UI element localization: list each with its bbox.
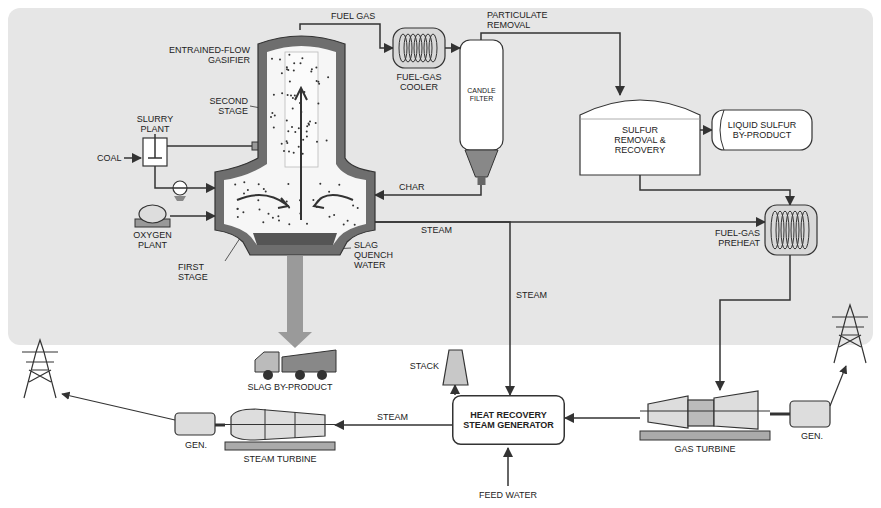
part-label: FEED WATER (478, 490, 538, 500)
pipe-connector (155, 166, 215, 188)
node-label: LIQUID SULFUR BY-PRODUCT (722, 120, 802, 140)
process-box: HEAT RECOVERY STEAM GENERATOR (452, 395, 565, 445)
node-label: STACK (403, 361, 439, 371)
part-label: FIRST STAGE (178, 262, 236, 282)
node-label: GAS TURBINE (640, 444, 770, 454)
filter-vessel-outline (460, 40, 503, 185)
part-label: GEN. (792, 431, 832, 441)
flow-label: CHAR (398, 182, 426, 192)
slag-arrow (278, 256, 312, 348)
flow-label: STEAM (420, 225, 453, 235)
part-label: COAL (97, 153, 123, 163)
flow-label: FUEL GAS (330, 11, 376, 21)
heat-exchanger-outline (393, 28, 445, 68)
transmission-tower (22, 340, 58, 398)
heat-exchanger-outline (765, 205, 817, 255)
turbine-symbol: GAS TURBINE (640, 390, 770, 440)
pipe-connector (640, 175, 790, 205)
slurry-tank: SLURRY PLANT (143, 138, 167, 166)
slurry-tank-outline (143, 138, 167, 166)
part-label: GEN. (176, 440, 216, 450)
coal-feed-line (124, 157, 141, 159)
flow-label: PARTICULATE REMOVAL (486, 10, 560, 30)
flow-label: STEAM (515, 290, 548, 300)
heat-exchanger: FUEL-GAS PREHEAT (765, 205, 817, 255)
pipe-connector (454, 385, 456, 395)
filter-vessel: CANDLE FILTER (460, 40, 503, 185)
turbine-symbol-outline (225, 405, 335, 450)
node-label: SLURRY PLANT (133, 114, 177, 134)
pipe-connector (375, 185, 481, 195)
pump-base (174, 196, 186, 201)
part-label: SLAG BY-PRODUCT (230, 382, 350, 392)
oxygen-plant-outline (135, 205, 170, 227)
exhaust-stack: STACK (443, 350, 468, 385)
pipe-connector (335, 424, 452, 426)
part-label: SLAG QUENCH WATER (354, 240, 416, 270)
pipe-connector (170, 215, 215, 217)
node-label: OXYGEN PLANT (130, 230, 175, 250)
turbine-symbol: STEAM TURBINE (225, 405, 335, 450)
node-label: STEAM TURBINE (225, 454, 335, 464)
generator (62, 394, 225, 435)
oxygen-plant: OXYGEN PLANT (135, 205, 170, 227)
feed-water-line (507, 448, 509, 486)
transmission-tower (832, 305, 868, 363)
flow-label: STEAM (376, 412, 409, 422)
node-label: FUEL-GAS COOLER (391, 72, 447, 92)
second-stage-feed (167, 145, 254, 147)
plant-panel (8, 8, 873, 345)
process-vessel: SULFUR REMOVAL & RECOVERY (580, 95, 700, 175)
pipe-connector (700, 129, 712, 131)
turbine-symbol-outline (640, 390, 770, 440)
node-label: HEAT RECOVERY STEAM GENERATOR (459, 410, 559, 430)
exhaust-stack-outline (443, 350, 468, 385)
node-label: FUEL-GAS PREHEAT (690, 228, 760, 248)
pipe-connector (445, 47, 460, 49)
node-label: ENTRAINED-FLOW GASIFIER (140, 45, 250, 65)
pipe-connector (375, 222, 510, 395)
pipe-connector (720, 255, 790, 390)
heat-exchanger: FUEL-GAS COOLER (393, 28, 445, 68)
part-label: SECOND STAGE (188, 96, 248, 116)
generator (770, 366, 846, 427)
storage-tank: LIQUID SULFUR BY-PRODUCT (712, 110, 812, 150)
node-label: CANDLE FILTER (460, 87, 503, 103)
dump-truck (255, 350, 336, 380)
node-label: SULFUR REMOVAL & RECOVERY (604, 125, 676, 155)
pipe-connector (565, 417, 640, 419)
gasifier-vessel: ENTRAINED-FLOW GASIFIER (215, 30, 375, 255)
